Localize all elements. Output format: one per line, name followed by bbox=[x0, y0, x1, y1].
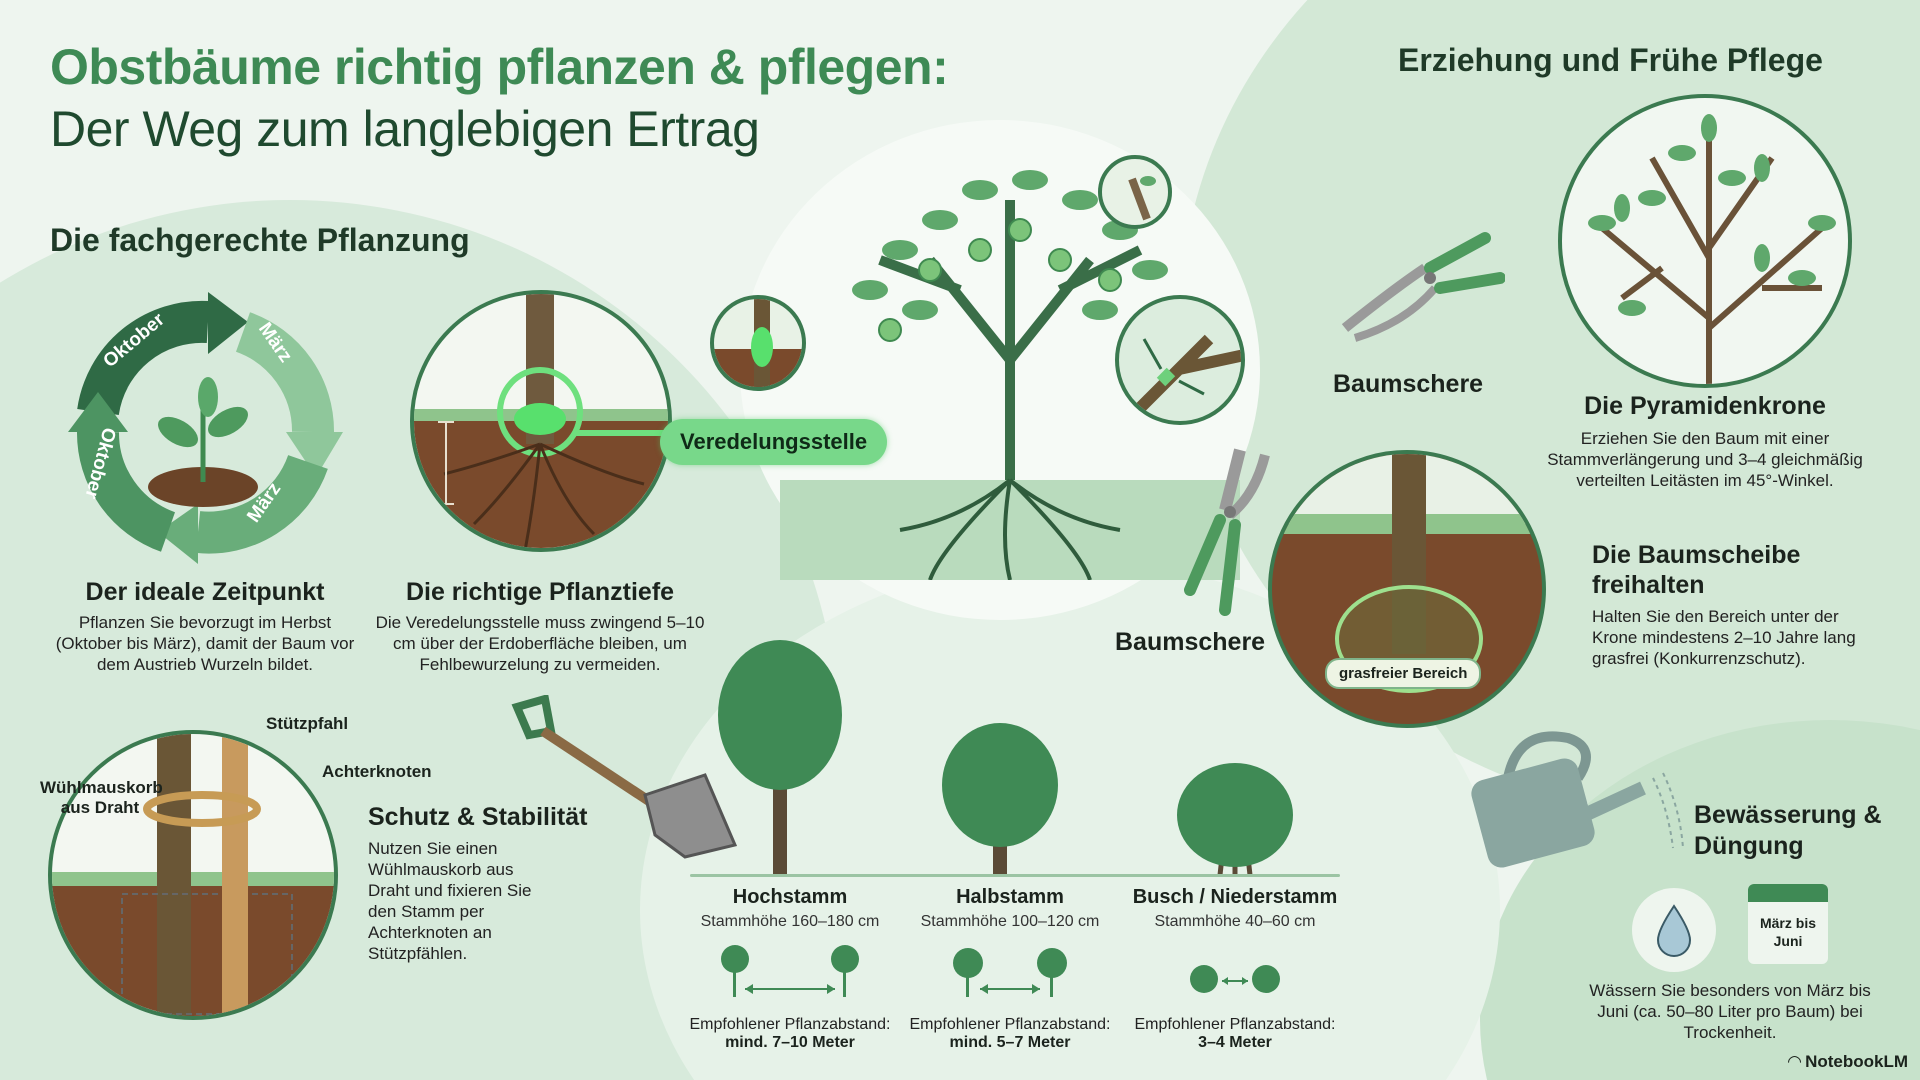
spacing-label: Empfohlener Pflanzabstand: bbox=[689, 1016, 891, 1033]
watering-title: Bewässerung & Düngung bbox=[1694, 801, 1882, 860]
busch-tree-icon bbox=[1170, 760, 1300, 880]
notebooklm-logo-icon: ◠ bbox=[1787, 1052, 1802, 1071]
depth-title: Die richtige Pflanztiefe bbox=[405, 578, 675, 606]
water-drop-icon bbox=[1656, 904, 1692, 957]
spacing-value: 3–4 Meter bbox=[1198, 1034, 1272, 1051]
water-drop-badge bbox=[1632, 888, 1716, 972]
tree-form-height: Stammhöhe 160–180 cm bbox=[700, 913, 880, 930]
watering-can-icon bbox=[1468, 718, 1688, 883]
grass-free-badge: grasfreier Bereich bbox=[1325, 658, 1482, 689]
pyramid-text: Erziehen Sie den Baum mit einer Stammver… bbox=[1547, 429, 1863, 490]
timing-title: Der ideale Zeitpunkt bbox=[85, 578, 325, 606]
spacing-label: Empfohlener Pflanzabstand: bbox=[909, 1016, 1111, 1033]
grafting-cut-detail-circle bbox=[1098, 155, 1172, 229]
spacing-label: Empfohlener Pflanzabstand: bbox=[1134, 1016, 1336, 1033]
planting-section-title: Die fachgerechte Pflanzung bbox=[50, 222, 470, 258]
notebooklm-brand: ◠ NotebookLM bbox=[1788, 1052, 1908, 1072]
hochstamm-tree-icon bbox=[715, 640, 845, 880]
cycle-arrows-icon bbox=[68, 292, 343, 564]
protection-text: Nutzen Sie einen Wühlmauskorb aus Draht … bbox=[368, 839, 532, 963]
spacing-value: mind. 5–7 Meter bbox=[949, 1034, 1071, 1051]
pruning-cut-detail-circle bbox=[1115, 295, 1245, 425]
tree-form-busch: Busch / Niederstamm Stammhöhe 40–60 cm E… bbox=[1125, 886, 1345, 1052]
timing-text: Pflanzen Sie bevorzugt im Herbst (Oktobe… bbox=[55, 613, 355, 674]
protection-illustration bbox=[48, 730, 338, 1020]
tree-form-height: Stammhöhe 40–60 cm bbox=[1154, 913, 1316, 930]
knot-label: Achterknoten bbox=[322, 762, 432, 781]
tree-root-depth-icon bbox=[414, 294, 668, 548]
page-title: Obstbäume richtig pflanzen & pflegen: bbox=[50, 39, 949, 95]
planting-depth-illustration bbox=[410, 290, 672, 552]
halbstamm-tree-icon bbox=[935, 720, 1065, 880]
tree-form-halbstamm: Halbstamm Stammhöhe 100–120 cm Empfohlen… bbox=[900, 886, 1120, 1052]
page-subtitle: Der Weg zum langlebigen Ertrag bbox=[50, 101, 760, 157]
brand-label: NotebookLM bbox=[1805, 1052, 1908, 1071]
pruning-shears-open-icon bbox=[1170, 440, 1280, 625]
protection-title: Schutz & Stabilität bbox=[368, 803, 588, 831]
stake-and-basket-icon bbox=[52, 734, 334, 1016]
callout-connector bbox=[574, 430, 664, 436]
veredelungsstelle-callout: Veredelungsstelle bbox=[660, 419, 888, 465]
tree-form-hochstamm: Hochstamm Stammhöhe 160–180 cm Empfohlen… bbox=[680, 886, 900, 1052]
tree-disc-text: Halten Sie den Bereich unter der Krone m… bbox=[1592, 607, 1856, 668]
central-fruit-tree-illustration bbox=[760, 140, 1240, 585]
pyramid-title: Die Pyramidenkrone bbox=[1584, 392, 1826, 420]
care-section-title: Erziehung und Frühe Pflege bbox=[1398, 42, 1823, 78]
spacing-arrow-icon bbox=[953, 948, 1067, 997]
tree-form-name: Halbstamm bbox=[956, 886, 1064, 908]
planting-cycle-diagram: Oktober März Oktober März bbox=[58, 282, 348, 572]
tree-form-name: Hochstamm bbox=[732, 886, 848, 908]
pyramid-crown-illustration bbox=[1558, 94, 1852, 388]
tree-form-height: Stammhöhe 100–120 cm bbox=[920, 913, 1100, 930]
spacing-arrow-icon bbox=[721, 945, 859, 997]
shears-label-top: Baumschere bbox=[1333, 370, 1484, 398]
calendar-text: März bis Juni bbox=[1759, 915, 1816, 949]
spacing-value: mind. 7–10 Meter bbox=[725, 1034, 855, 1051]
calendar-badge: März bis Juni bbox=[1748, 884, 1828, 964]
pyramid-tree-icon bbox=[1588, 114, 1836, 384]
shears-label-bottom: Baumschere bbox=[1115, 628, 1266, 656]
basket-label: Wühlmauskorb aus Draht bbox=[40, 778, 163, 817]
calendar-icon bbox=[1748, 884, 1828, 902]
pruning-shears-icon bbox=[1335, 228, 1506, 353]
graft-union-detail-circle bbox=[710, 295, 806, 391]
stake-label: Stützpfahl bbox=[266, 714, 349, 733]
ground-line bbox=[690, 874, 1340, 877]
spade-icon bbox=[505, 693, 745, 870]
tree-form-name: Busch / Niederstamm bbox=[1132, 886, 1338, 908]
spacing-arrow-icon bbox=[1190, 965, 1280, 993]
depth-text: Die Veredelungsstelle muss zwingend 5–10… bbox=[375, 613, 705, 674]
watering-text: Wässern Sie besonders von März bis Juni … bbox=[1589, 981, 1871, 1042]
tree-disc-title: Die Baumscheibe freihalten bbox=[1592, 541, 1801, 599]
